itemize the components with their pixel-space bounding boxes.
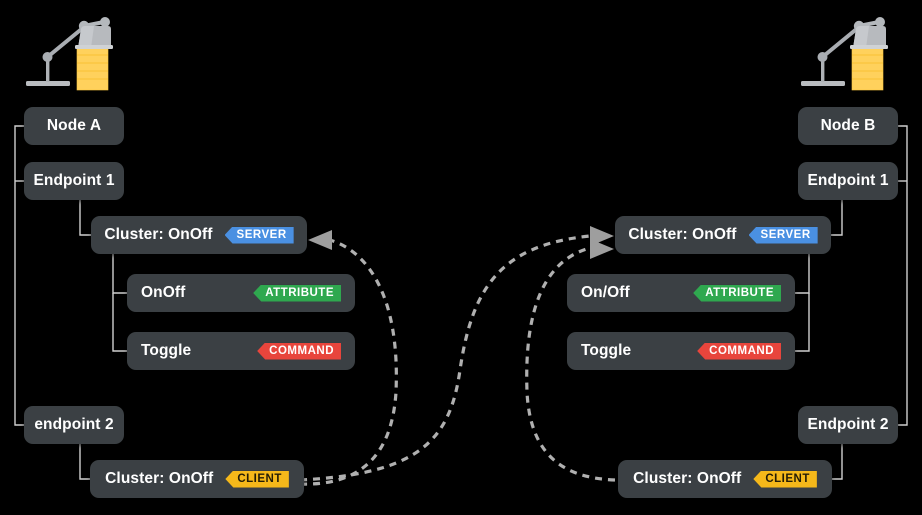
attribute-badge-right: ATTRIBUTE — [693, 284, 781, 302]
arrowhead-right-server-upper — [590, 226, 614, 246]
right-ep2-to-cluster-line — [832, 444, 843, 480]
left-trunk-line — [14, 125, 24, 426]
left-cluster-client-label: Cluster: OnOff — [105, 470, 214, 487]
right-endpoint-2-label: Endpoint 2 — [807, 416, 889, 433]
command-badge-left: COMMAND — [257, 342, 341, 360]
right-cluster-client-label: Cluster: OnOff — [633, 470, 742, 487]
node-b-label: Node B — [820, 117, 876, 134]
link-left-client-to-left-server — [299, 238, 398, 486]
command-badge-right: COMMAND — [697, 342, 781, 360]
left-cluster-onoff-client-box[interactable]: Cluster: OnOff CLIENT — [90, 460, 304, 498]
left-attribute-onoff-box[interactable]: OnOff ATTRIBUTE — [127, 274, 355, 312]
right-cluster-onoff-client-box[interactable]: Cluster: OnOff CLIENT — [618, 460, 832, 498]
client-badge-right: CLIENT — [753, 470, 817, 488]
right-attribute-label: On/Off — [581, 284, 630, 301]
server-badge-left: SERVER — [224, 226, 294, 244]
client-badge-left: CLIENT — [225, 470, 289, 488]
right-command-label: Toggle — [581, 342, 632, 359]
server-badge-right: SERVER — [748, 226, 818, 244]
right-endpoint-1-box[interactable]: Endpoint 1 — [798, 162, 898, 200]
node-a-label: Node A — [46, 117, 102, 134]
left-ep2-to-cluster-line — [79, 444, 90, 480]
desk-lamp-icon-left — [18, 6, 130, 106]
attribute-badge-left: ATTRIBUTE — [253, 284, 341, 302]
right-cluster-onoff-server-box[interactable]: Cluster: OnOff SERVER — [615, 216, 831, 254]
right-ep1-to-cluster-line — [831, 200, 843, 236]
right-command-toggle-box[interactable]: Toggle COMMAND — [567, 332, 795, 370]
right-cluster-server-label: Cluster: OnOff — [628, 226, 737, 243]
arrowhead-right-server-lower — [590, 239, 614, 259]
node-b-box[interactable]: Node B — [798, 107, 898, 145]
right-trunk-line — [898, 125, 908, 426]
left-ep1-to-cluster-line — [79, 200, 91, 236]
left-attribute-label: OnOff — [141, 284, 186, 301]
right-endpoint-2-box[interactable]: Endpoint 2 — [798, 406, 898, 444]
left-cluster-onoff-server-box[interactable]: Cluster: OnOff SERVER — [91, 216, 307, 254]
left-cluster-to-command-line — [112, 293, 127, 352]
left-endpoint-1-box[interactable]: Endpoint 1 — [24, 162, 124, 200]
left-cluster-server-label: Cluster: OnOff — [104, 226, 213, 243]
right-cluster-to-command-line — [795, 293, 810, 352]
desk-lamp-icon-right — [793, 6, 905, 106]
left-command-toggle-box[interactable]: Toggle COMMAND — [127, 332, 355, 370]
node-a-box[interactable]: Node A — [24, 107, 124, 145]
right-attribute-onoff-box[interactable]: On/Off ATTRIBUTE — [567, 274, 795, 312]
left-endpoint-2-label: endpoint 2 — [34, 416, 114, 433]
left-endpoint-1-label: Endpoint 1 — [33, 172, 115, 189]
arrowhead-left-server — [308, 230, 332, 250]
right-endpoint-1-label: Endpoint 1 — [807, 172, 889, 189]
left-endpoint-2-box[interactable]: endpoint 2 — [24, 406, 124, 444]
left-command-label: Toggle — [141, 342, 192, 359]
link-left-client-to-right-server — [299, 234, 591, 482]
